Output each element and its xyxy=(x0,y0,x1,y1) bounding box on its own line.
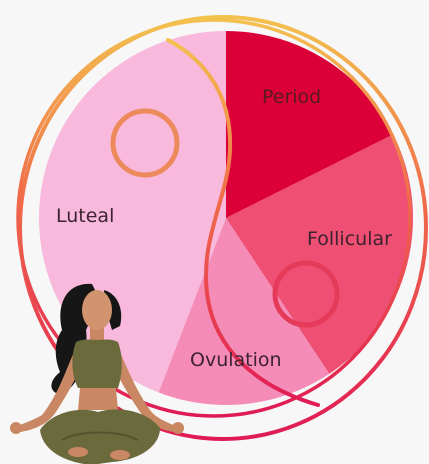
period-label: Period xyxy=(262,86,321,108)
luteal-label: Luteal xyxy=(56,205,114,227)
ovulation-label: Ovulation xyxy=(190,349,282,371)
follicular-label: Follicular xyxy=(307,228,392,250)
